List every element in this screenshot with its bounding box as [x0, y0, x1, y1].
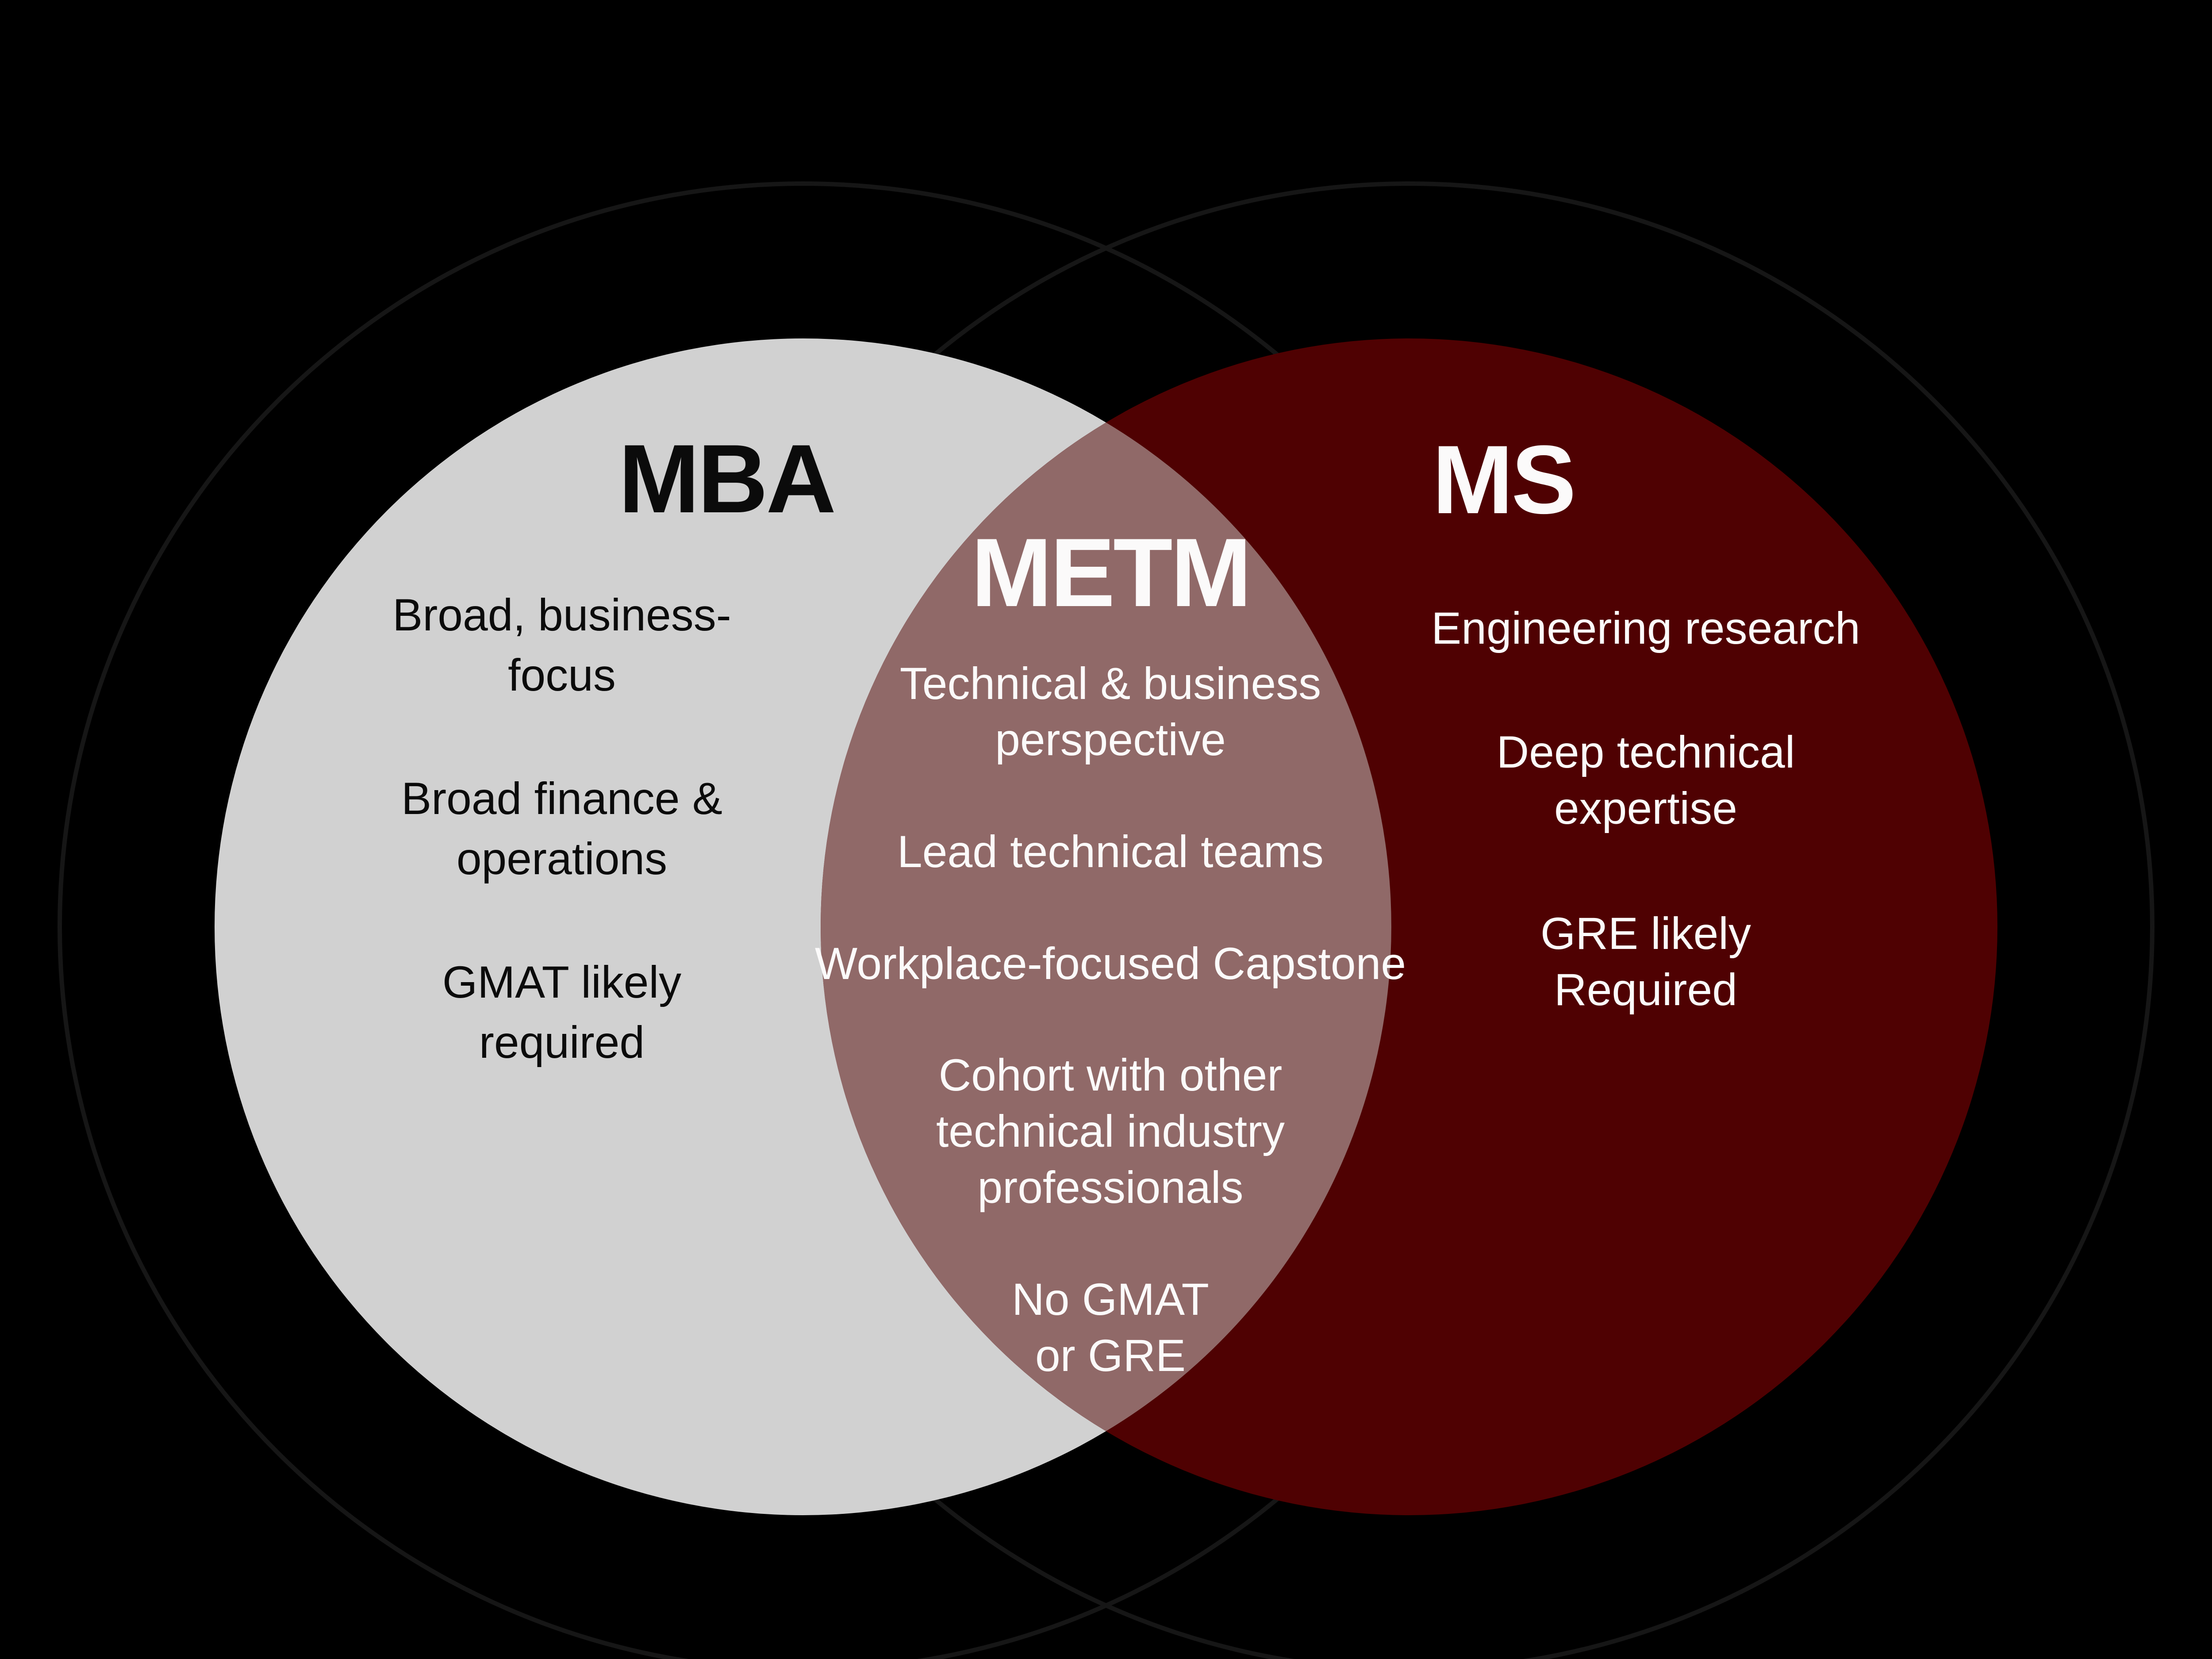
mba-item-line: Broad, business- [392, 590, 731, 640]
ms-item-line: Required [1554, 964, 1737, 1015]
metm-item-line: No GMAT [1012, 1274, 1209, 1325]
metm-item-line: perspective [995, 714, 1226, 765]
ms-title: MS [1432, 425, 1576, 534]
metm-item-line: Lead technical teams [897, 826, 1324, 877]
mba-item-line: GMAT likely [442, 957, 682, 1007]
mba-item-line: required [479, 1017, 645, 1068]
metm-item-line: Workplace-focused Capstone [814, 938, 1406, 989]
mba-item-line: Broad finance & [401, 773, 722, 824]
mba-item-line: operations [456, 833, 668, 884]
ms-item-line: expertise [1554, 783, 1737, 833]
ms-item-line: Engineering research [1431, 603, 1860, 653]
metm-item-line: Cohort with other [938, 1050, 1283, 1100]
metm-item-line: professionals [977, 1162, 1244, 1213]
metm-overlap-lens [821, 422, 1391, 1431]
ms-item-line: Deep technical [1496, 727, 1795, 777]
metm-item-line: or GRE [1035, 1330, 1186, 1381]
mba-title: MBA [618, 424, 836, 533]
metm-item-line: Technical & business [899, 658, 1321, 709]
ms-item-line: GRE likely [1540, 908, 1751, 959]
metm-title: METM [971, 518, 1252, 627]
mba-item-line: focus [508, 650, 616, 700]
metm-item-line: technical industry [936, 1106, 1285, 1156]
